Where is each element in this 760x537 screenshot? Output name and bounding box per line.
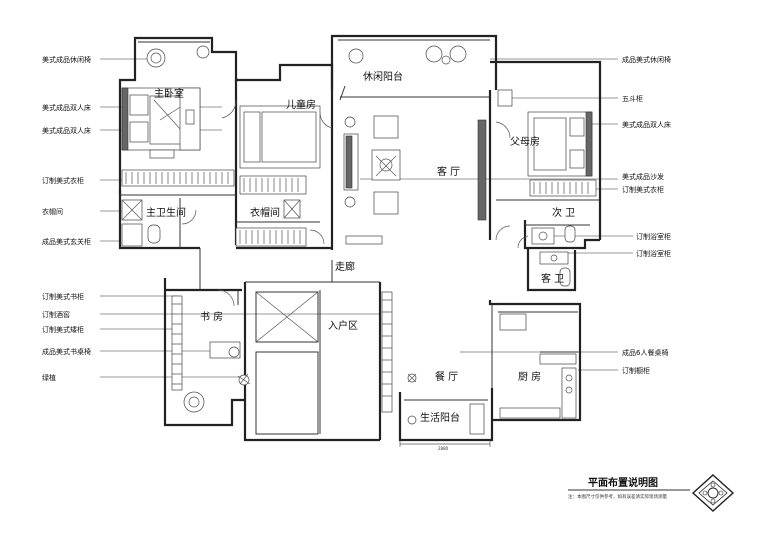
annotation-left: 美式成品休闲椅 xyxy=(42,55,91,64)
annotation-left: 美式成品双人床 xyxy=(42,103,91,112)
right-leader-lines xyxy=(360,58,633,371)
room-second-bath: 次 卫 xyxy=(552,206,575,219)
annotation-right: 成品6人餐桌椅 xyxy=(622,348,668,357)
annotation-right: 订制橱柜 xyxy=(622,366,650,375)
furniture xyxy=(121,45,597,435)
annotation-right: 美式成品双人床 xyxy=(622,120,671,129)
walls xyxy=(118,34,602,442)
annotation-right: 美式成品沙发 xyxy=(622,172,664,181)
room-service-balcony: 生活阳台 xyxy=(420,411,460,424)
annotation-left: 订制美式矮柜 xyxy=(42,325,84,334)
emblem-icon xyxy=(691,474,735,512)
dimension-line: 2880 xyxy=(399,441,491,451)
right-annotations: 成品美式休闲椅 五斗柜 美式成品双人床 美式成品沙发 订制美式衣柜 订制浴室柜 … xyxy=(622,55,671,375)
room-living: 客 厅 xyxy=(437,165,460,178)
room-kitchen: 厨 房 xyxy=(518,370,541,383)
annotation-right: 订制浴室柜 xyxy=(636,232,671,241)
annotation-left: 美式成品双人床 xyxy=(42,126,91,135)
annotation-left: 衣帽间 xyxy=(42,207,63,216)
annotation-left: 成品美式书桌椅 xyxy=(42,347,91,356)
room-master-bath: 主卫生间 xyxy=(146,206,186,219)
room-kids: 儿童房 xyxy=(286,98,316,111)
room-master-bedroom: 主卧室 xyxy=(154,87,184,100)
room-closet: 衣帽间 xyxy=(250,206,280,219)
annotation-right: 订制浴室柜 xyxy=(636,249,671,258)
room-parents: 父母房 xyxy=(510,135,540,148)
annotation-left: 绿植 xyxy=(42,373,56,382)
door-swings xyxy=(181,99,529,307)
annotation-right: 五斗柜 xyxy=(622,94,643,103)
room-guest-bath: 客 卫 xyxy=(541,272,564,285)
annotation-right: 成品美式休闲椅 xyxy=(622,55,671,64)
annotation-left: 订制酒窖 xyxy=(42,310,70,319)
drawing-note: 注：本图尺寸仅供参考，如有误差请实际现场测量 xyxy=(568,493,667,500)
annotation-left: 成品美式玄关柜 xyxy=(42,237,91,246)
left-annotations: 美式成品休闲椅 美式成品双人床 美式成品双人床 订制美式衣柜 衣帽间 成品美式玄… xyxy=(42,55,91,382)
drawing-title: 平面布置说明图 xyxy=(588,476,658,489)
annotation-left: 订制美式书柜 xyxy=(42,292,84,301)
dimension-text: 2880 xyxy=(438,446,449,451)
room-study: 书 房 xyxy=(200,310,223,323)
title-block: 平面布置说明图 注：本图尺寸仅供参考，如有误差请实际现场测量 xyxy=(568,474,735,512)
room-corridor: 走廊 xyxy=(335,260,355,273)
room-labels: 主卧室 儿童房 休闲阳台 客 厅 父母房 主卫生间 衣帽间 次 卫 客 卫 走廊… xyxy=(146,70,575,424)
room-dining: 餐 厅 xyxy=(435,370,458,383)
annotation-right: 订制美式衣柜 xyxy=(622,185,664,194)
room-leisure-balcony: 休闲阳台 xyxy=(363,70,403,83)
annotation-left: 订制美式衣柜 xyxy=(42,176,84,185)
room-entrance: 入户区 xyxy=(328,319,358,332)
